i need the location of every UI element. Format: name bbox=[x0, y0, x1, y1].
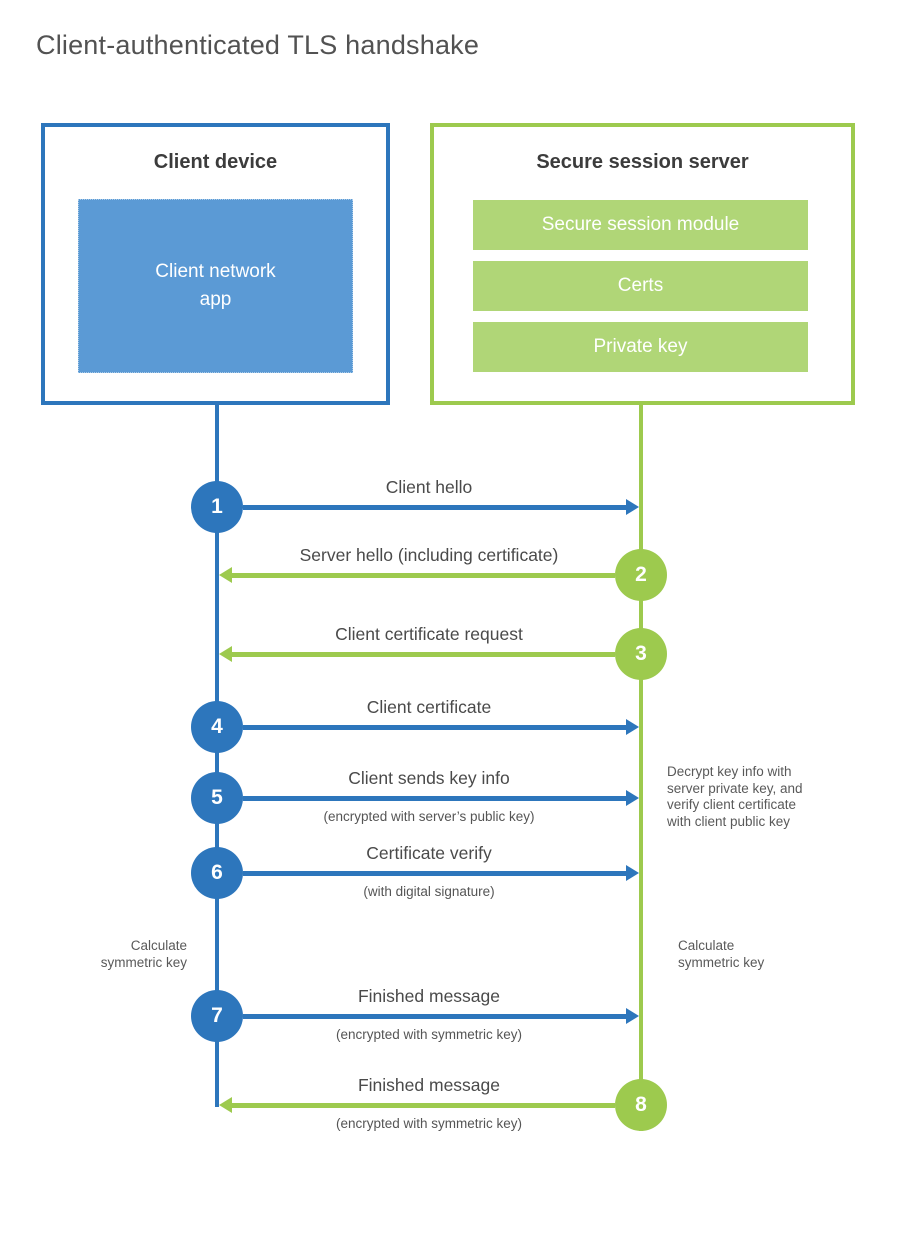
arrow-shaft bbox=[243, 796, 629, 801]
message-sub-label: (encrypted with symmetric key) bbox=[335, 1027, 523, 1042]
note-line: verify client certificate bbox=[667, 797, 797, 812]
server-module-private-key: Private key bbox=[473, 322, 808, 372]
client-network-app-label: Client network app bbox=[155, 261, 276, 310]
arrow-shaft bbox=[229, 1103, 615, 1108]
arrow-shaft bbox=[243, 1014, 629, 1019]
message-arrow bbox=[219, 646, 615, 662]
client-device-title: Client device bbox=[153, 151, 278, 173]
arrow-head-left-icon bbox=[219, 567, 232, 583]
note-line: Calculate bbox=[678, 938, 735, 953]
message-label: Client certificate request bbox=[335, 624, 523, 644]
calculate-symmetric-key-note-client: Calculate symmetric key bbox=[67, 938, 187, 971]
client-lifeline bbox=[215, 404, 219, 1107]
arrow-head-right-icon bbox=[626, 499, 639, 515]
message-label: Certificate verify bbox=[366, 843, 492, 863]
arrow-shaft bbox=[229, 652, 615, 657]
message-arrow bbox=[219, 1097, 615, 1113]
step-circle: 2 bbox=[615, 549, 667, 601]
note-line: symmetric key bbox=[100, 954, 187, 970]
arrow-head-left-icon bbox=[219, 646, 232, 662]
arrow-head-right-icon bbox=[626, 1008, 639, 1024]
step-circle: 8 bbox=[615, 1079, 667, 1131]
note-line: Calculate bbox=[130, 938, 187, 953]
step-circle: 5 bbox=[191, 772, 243, 824]
note-line: Decrypt key info with bbox=[667, 764, 792, 779]
note-line: with client public key bbox=[667, 813, 791, 829]
message-sub-label: (with digital signature) bbox=[363, 884, 495, 899]
message-label: Client sends key info bbox=[348, 768, 510, 788]
step-circle: 4 bbox=[191, 701, 243, 753]
note-line: symmetric key bbox=[678, 954, 765, 970]
message-arrow bbox=[243, 865, 639, 881]
arrow-shaft bbox=[243, 725, 629, 730]
step-circle: 7 bbox=[191, 990, 243, 1042]
arrow-head-right-icon bbox=[626, 719, 639, 735]
message-sub-label: (encrypted with symmetric key) bbox=[335, 1116, 523, 1131]
message-label: Server hello (including certificate) bbox=[299, 545, 559, 565]
message-arrow bbox=[243, 719, 639, 735]
message-label: Client certificate bbox=[366, 697, 492, 717]
step-circle: 6 bbox=[191, 847, 243, 899]
step-circle: 3 bbox=[615, 628, 667, 680]
arrow-head-right-icon bbox=[626, 865, 639, 881]
server-module-certs: Certs bbox=[473, 261, 808, 311]
message-arrow bbox=[243, 499, 639, 515]
server-lifeline bbox=[639, 404, 643, 1131]
message-arrow bbox=[243, 1008, 639, 1024]
page-title: Client-authenticated TLS handshake bbox=[36, 30, 480, 60]
step-circle: 1 bbox=[191, 481, 243, 533]
message-label: Finished message bbox=[357, 986, 501, 1006]
arrow-head-left-icon bbox=[219, 1097, 232, 1113]
arrow-shaft bbox=[243, 871, 629, 876]
arrow-shaft bbox=[229, 573, 615, 578]
client-network-app-box: Client network app bbox=[78, 199, 353, 373]
message-arrow bbox=[243, 790, 639, 806]
message-label: Client hello bbox=[385, 477, 473, 497]
server-module-secure-session: Secure session module bbox=[473, 200, 808, 250]
client-device-box: Client device Client network app bbox=[41, 123, 390, 405]
message-arrow bbox=[219, 567, 615, 583]
arrow-head-right-icon bbox=[626, 790, 639, 806]
message-label: Finished message bbox=[357, 1075, 501, 1095]
arrow-shaft bbox=[243, 505, 629, 510]
note-line: server private key, and bbox=[667, 780, 803, 796]
calculate-symmetric-key-note-server: Calculate symmetric key bbox=[678, 938, 798, 971]
secure-session-server-box: Secure session server Secure session mod… bbox=[430, 123, 855, 405]
secure-session-server-title: Secure session server bbox=[536, 151, 749, 173]
message-sub-label: (encrypted with server’s public key) bbox=[323, 809, 535, 824]
decrypt-key-note: Decrypt key info with server private key… bbox=[667, 764, 837, 830]
